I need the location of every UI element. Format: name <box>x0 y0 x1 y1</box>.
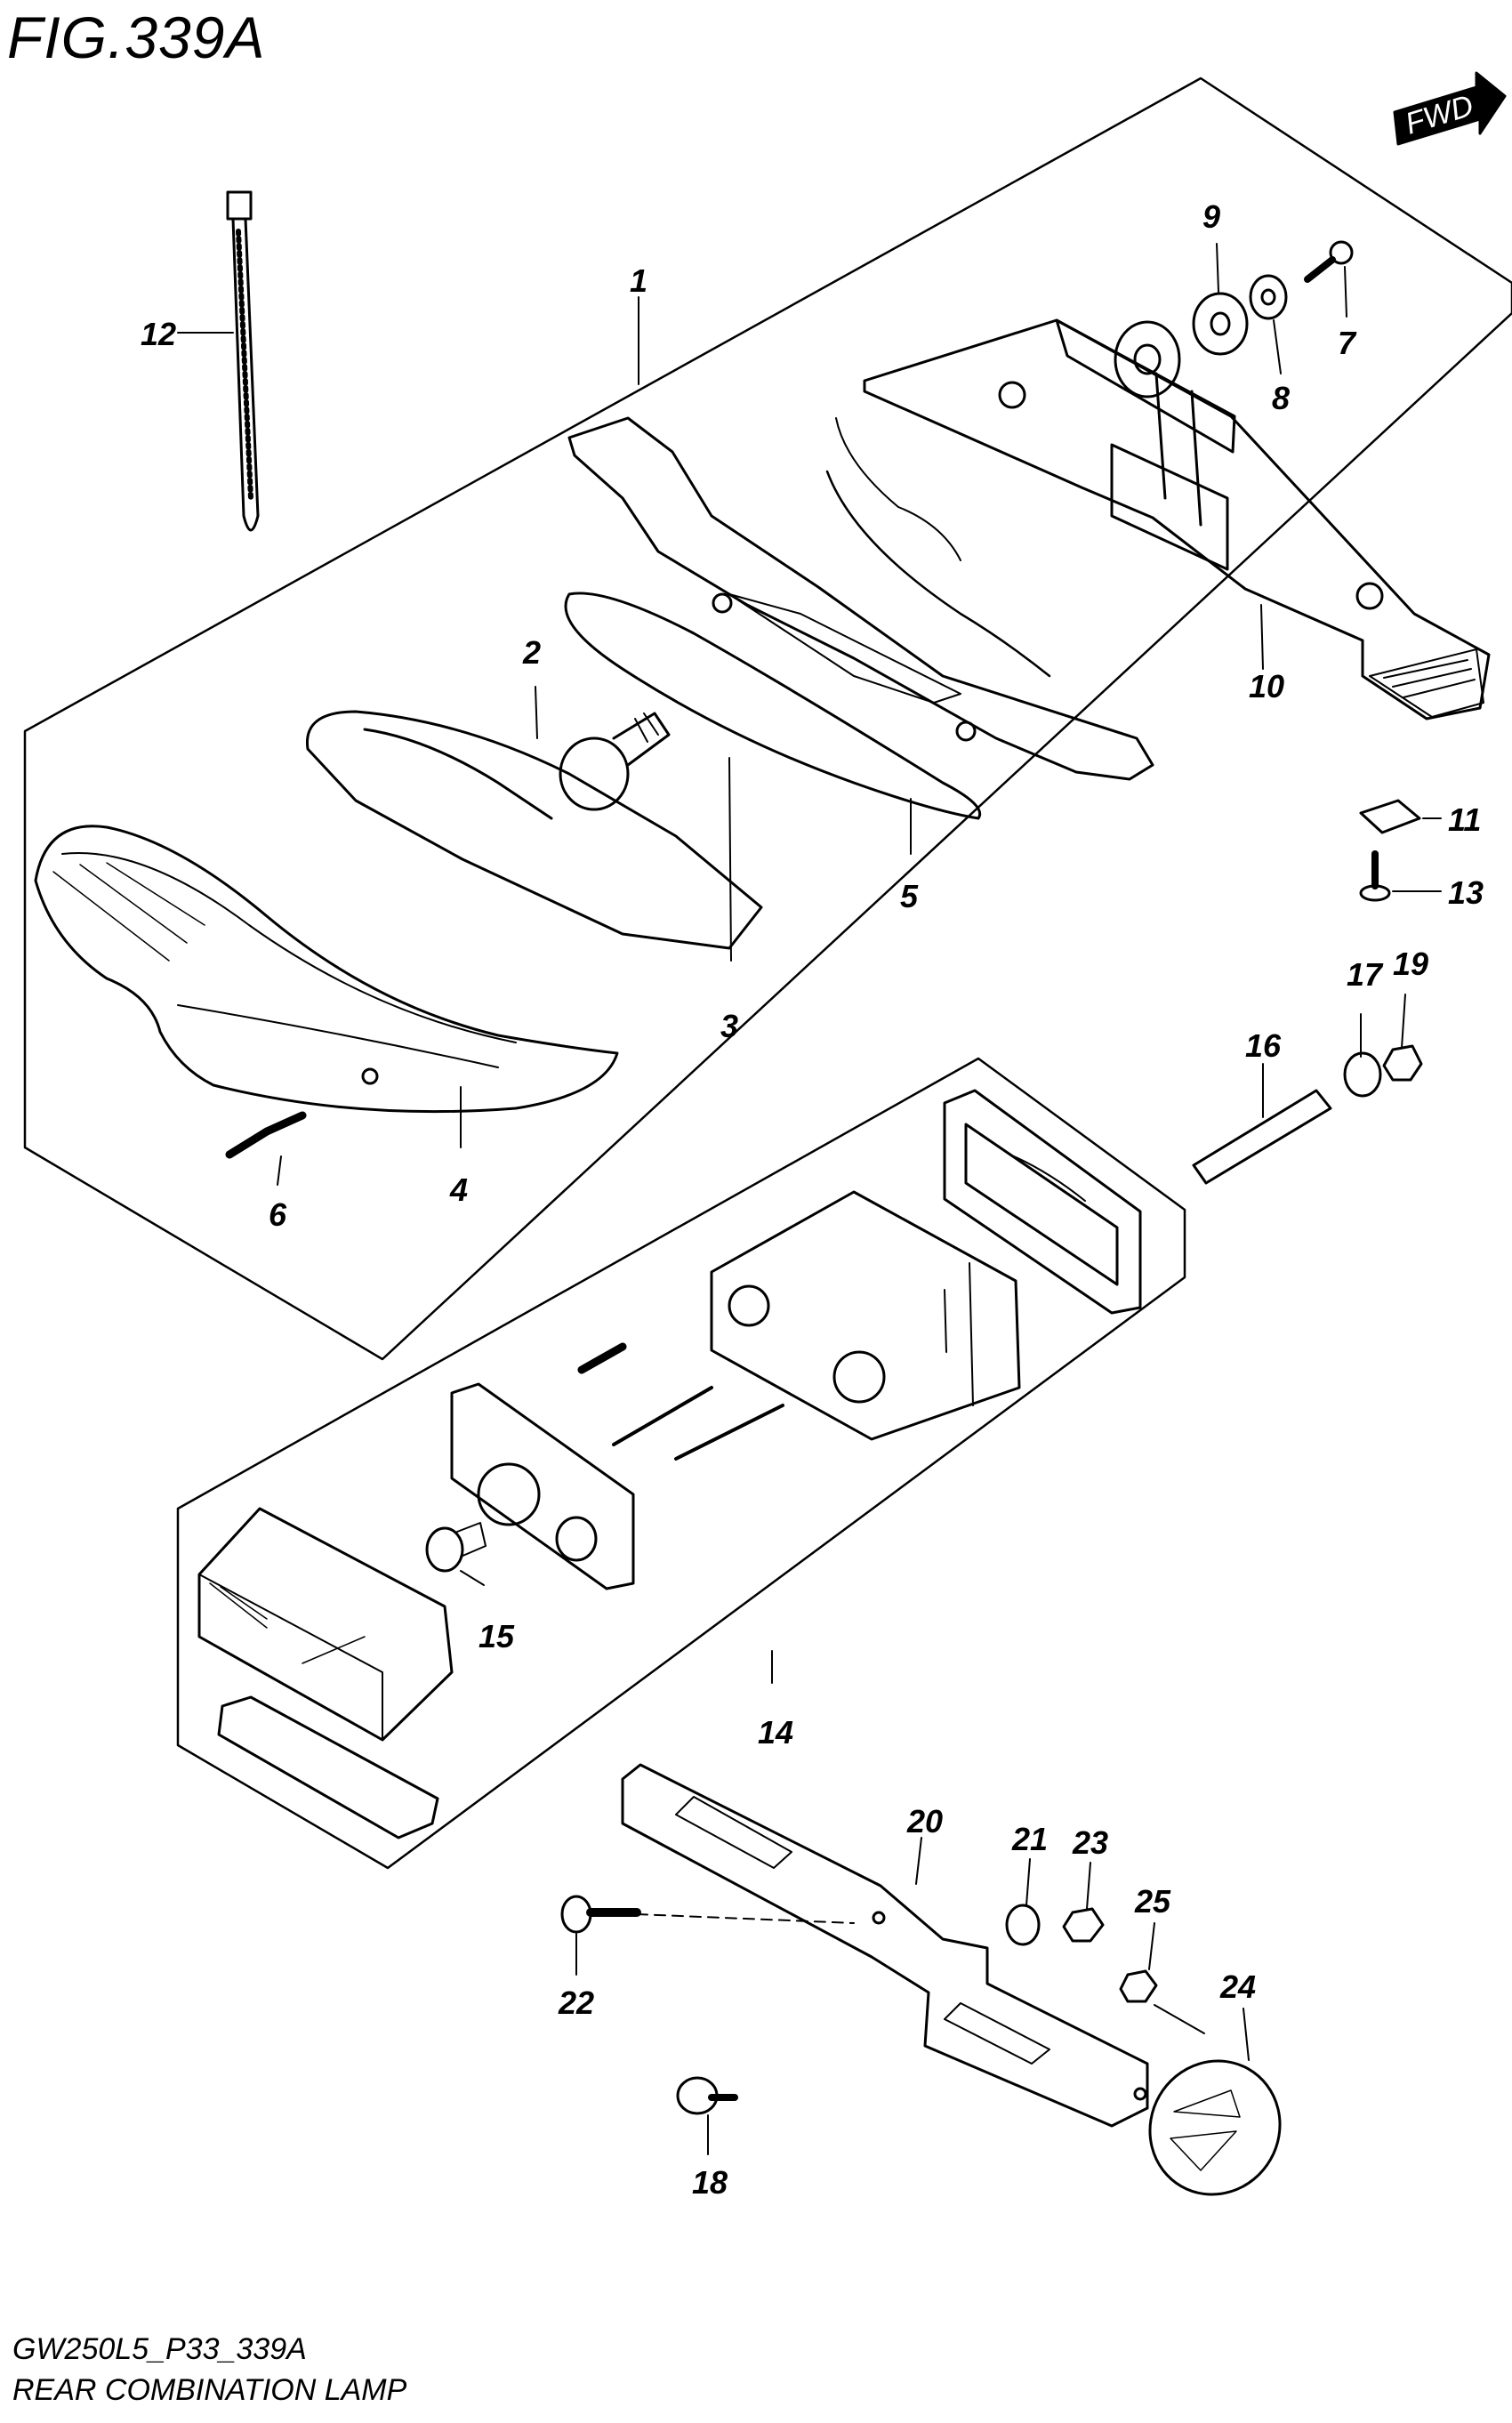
lamp-cover-gasket-part <box>943 1089 1142 1315</box>
figure-title: FIG.339A <box>7 4 266 70</box>
callout-8: 8 <box>1272 380 1290 416</box>
callout-20: 20 <box>906 1803 943 1839</box>
bolt-22-part <box>560 1895 855 1934</box>
callout-18: 18 <box>692 2164 728 2201</box>
lamp-housing-part <box>567 416 1154 781</box>
callout-3: 3 <box>720 1008 738 1044</box>
fwd-arrow-icon: FWD <box>1393 71 1507 146</box>
callout-10: 10 <box>1249 668 1284 704</box>
bulb-part <box>559 712 671 811</box>
callout-24: 24 <box>1219 1968 1256 2005</box>
screw-part <box>1304 240 1354 283</box>
clip-nut-part <box>1359 799 1421 834</box>
figure-code: GW250L5_P33_339A <box>12 2332 307 2366</box>
screw-13-part <box>1359 850 1391 902</box>
callout-25: 25 <box>1134 1883 1171 1920</box>
callout-11: 11 <box>1448 801 1481 838</box>
license-lamp-housing-part <box>710 1190 1021 1441</box>
figure-name: REAR COMBINATION LAMP <box>12 2373 407 2407</box>
callout-16: 16 <box>1245 1027 1282 1064</box>
screw-6-part <box>225 1111 307 1159</box>
washer-part <box>1249 274 1288 320</box>
nut-25-part <box>1119 1969 1158 2003</box>
callout-7: 7 <box>1338 325 1357 361</box>
callout-19: 19 <box>1393 946 1428 982</box>
callout-15: 15 <box>479 1618 515 1654</box>
lamp-bracket-part <box>863 318 1491 720</box>
callout-1: 1 <box>630 262 647 299</box>
gasket-part <box>564 592 981 820</box>
leader-lines <box>177 243 1442 2155</box>
reflector-part <box>305 710 763 950</box>
callout-22: 22 <box>558 1984 594 2021</box>
rivet-18-part <box>676 2076 738 2115</box>
callout-4: 4 <box>449 1171 468 1208</box>
callout-13: 13 <box>1448 874 1484 911</box>
license-lamp-lens-part <box>197 1507 454 1742</box>
callout-5: 5 <box>900 878 919 914</box>
lens-part <box>34 825 619 1114</box>
license-window-part <box>217 1695 439 1839</box>
washer-21-part <box>1005 1904 1041 1946</box>
callout-2: 2 <box>522 634 541 671</box>
washer-17-part <box>1343 1051 1382 1098</box>
callout-12: 12 <box>141 316 176 352</box>
fwd-label: FWD <box>1402 89 1477 141</box>
callout-14: 14 <box>758 1714 793 1751</box>
callout-numbers: 1 2 3 4 5 6 7 8 9 10 11 12 13 14 15 16 1… <box>141 198 1484 2201</box>
callout-6: 6 <box>269 1196 287 1233</box>
nut-19-part <box>1382 1044 1423 1082</box>
socket-plate-part <box>450 1382 784 1590</box>
screw-stud-part <box>577 1342 627 1374</box>
nut-23-part <box>1062 1907 1105 1943</box>
callout-23: 23 <box>1072 1824 1108 1861</box>
callout-21: 21 <box>1011 1821 1048 1857</box>
bulb-15-part <box>425 1522 487 1573</box>
grommet-part <box>1192 292 1249 356</box>
license-bracket-part <box>621 1763 1149 2128</box>
callout-17: 17 <box>1347 956 1384 993</box>
rod-part <box>1192 1089 1332 1185</box>
upper-assembly-outline <box>23 76 1512 1361</box>
round-reflector-part <box>1148 2059 1282 2196</box>
cable-tie-part <box>226 190 260 532</box>
lower-assembly-outline <box>176 1057 1186 1870</box>
callout-9: 9 <box>1202 198 1220 235</box>
